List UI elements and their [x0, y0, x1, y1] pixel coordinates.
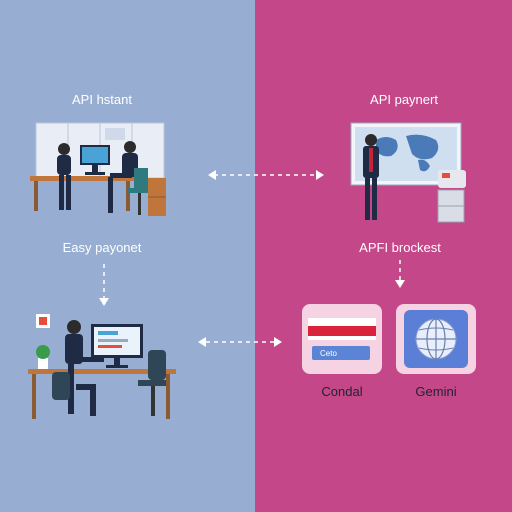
desk-worker-icon — [28, 314, 176, 419]
label-gemini: Gemini — [415, 384, 457, 399]
right-panel — [255, 0, 512, 512]
label-apfi-brockest: APFI brockest — [359, 240, 441, 255]
condal-card: Ceto — [302, 304, 382, 374]
label-api-paynert: API paynert — [370, 92, 438, 107]
arrow-top-horizontal — [208, 170, 324, 180]
globe-icon — [404, 310, 468, 368]
arrow-right-down — [395, 260, 405, 288]
credit-card-icon — [308, 318, 376, 360]
gemini-card — [396, 304, 476, 374]
presenter-map-icon — [350, 122, 466, 223]
left-panel — [0, 0, 255, 512]
card-badge-text: Ceto — [320, 349, 337, 358]
office-meeting-icon — [30, 122, 166, 216]
arrow-left-down — [99, 264, 109, 306]
label-api-hstant: API hstant — [72, 92, 132, 107]
label-easy-payonet: Easy payonet — [62, 240, 142, 255]
arrow-bottom-horizontal — [198, 337, 282, 347]
label-condal: Condal — [321, 384, 363, 399]
